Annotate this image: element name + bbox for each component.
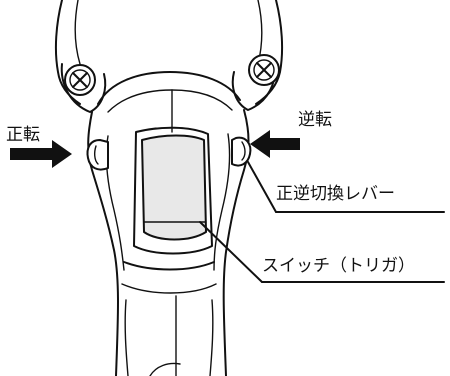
lever-right-bump [231,136,252,167]
forward-label: 正転 [6,125,40,145]
lower-grip-detail [149,362,181,376]
reverse-label: 逆転 [298,110,332,130]
switch-housing-lower [121,283,217,294]
housing-collar [97,71,241,105]
switch-label: スイッチ（トリガ） [262,256,415,276]
switch-housing [123,261,215,271]
housing-left-inner [74,0,81,65]
reverse-arrow-icon [250,130,300,158]
lever-left-bump [86,139,109,171]
switch-leader-line [199,221,263,283]
lower-grip-panel-right [209,299,214,376]
left-screw-boss [60,63,107,113]
lever-leader-line [247,161,277,213]
grip-inner-right [213,133,231,271]
left-screw-icon [64,64,96,96]
lower-grip-panel [124,299,129,376]
lever-label: 正逆切換レバー [276,184,395,204]
trigger-switch [133,126,213,255]
forward-arrow-icon [10,140,72,168]
right-screw-icon [248,54,280,86]
housing-collar-inner [107,89,233,113]
grip-inner-left [105,135,125,271]
